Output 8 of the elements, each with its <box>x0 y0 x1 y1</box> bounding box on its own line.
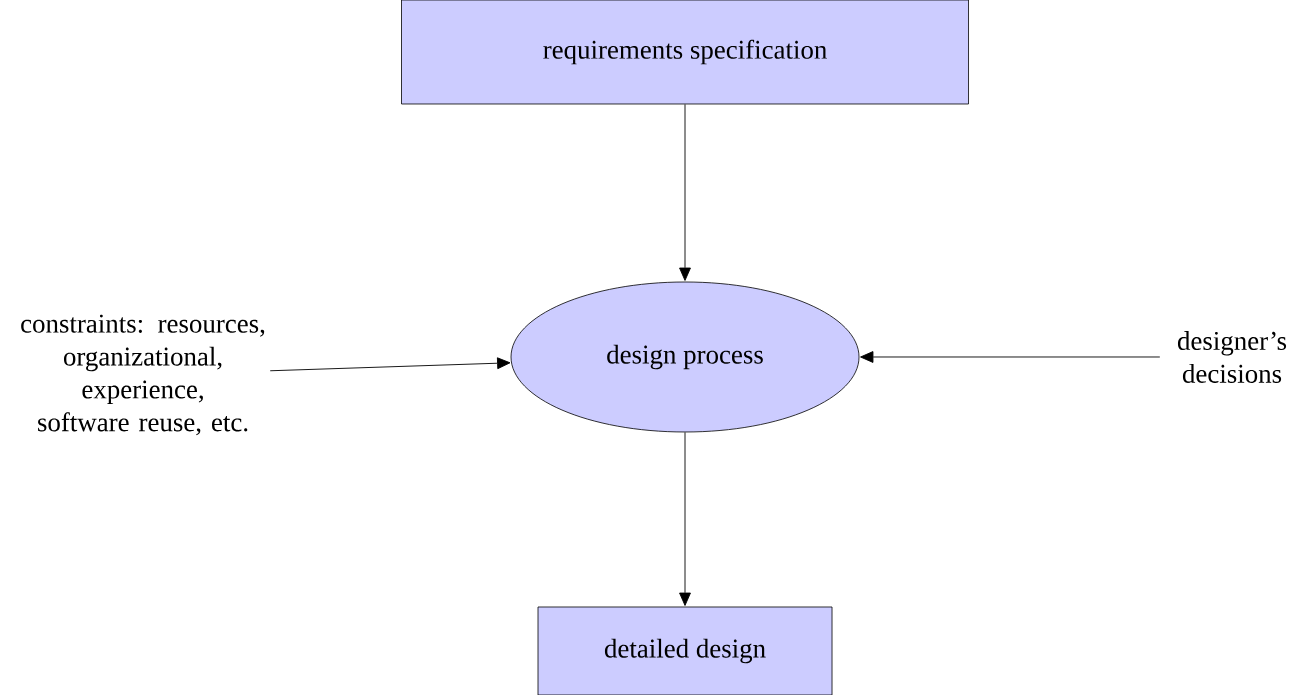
arrow <box>679 103 691 281</box>
arrow <box>860 351 1161 363</box>
arrow <box>269 357 511 372</box>
process-box: requirements specification <box>401 0 969 105</box>
arrow <box>679 431 691 606</box>
process-box: detailed design <box>537 606 833 695</box>
constraint-text: constraints: resources, organizational, experience, software reuse, etc. <box>21 314 265 436</box>
decision-text: designer’s decisions <box>1177 331 1287 383</box>
